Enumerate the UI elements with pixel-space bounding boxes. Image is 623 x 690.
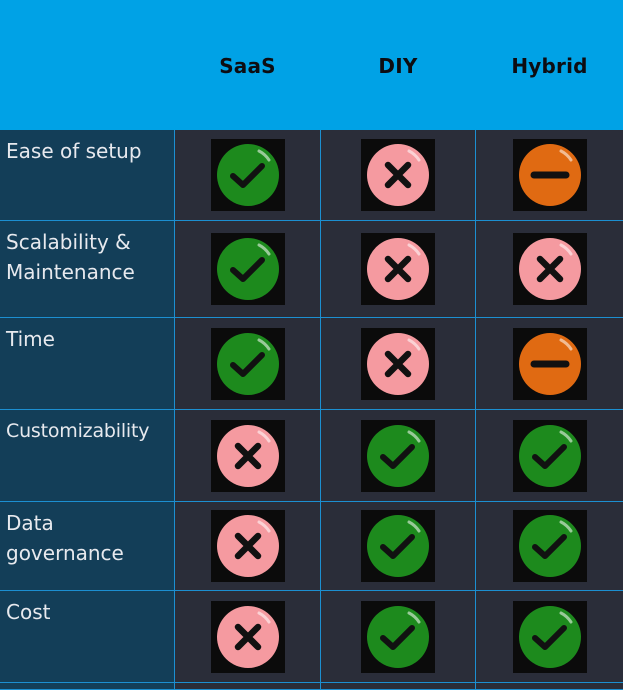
x-circle-icon	[518, 238, 581, 300]
row-label-text: Cost	[6, 600, 51, 624]
status-cell	[321, 591, 476, 683]
status-cell	[175, 221, 321, 318]
row-label: Data governance	[0, 502, 175, 591]
status-icon-box	[361, 600, 435, 673]
minus-circle-icon	[518, 144, 581, 206]
status-icon-box	[210, 233, 285, 305]
check-circle-icon	[367, 424, 429, 487]
check-circle-icon	[367, 605, 429, 668]
row-label-filler	[0, 683, 175, 690]
status-cell	[175, 318, 321, 410]
status-icon-box	[361, 510, 435, 582]
status-cell	[321, 410, 476, 502]
status-cell	[476, 410, 623, 502]
column-header-label: SaaS	[219, 53, 276, 78]
row-label: Cost	[0, 591, 175, 683]
check-circle-icon	[216, 332, 279, 395]
check-circle-icon	[367, 515, 429, 577]
row-label-text: Scalability & Maintenance	[6, 230, 135, 284]
row-label: Time	[0, 318, 175, 410]
x-circle-icon	[216, 424, 279, 487]
status-cell	[476, 502, 623, 591]
column-header-label: DIY	[378, 53, 418, 78]
status-icon-box	[512, 139, 587, 211]
status-icon-box	[512, 600, 587, 673]
status-cell	[476, 591, 623, 683]
status-cell	[321, 502, 476, 591]
status-icon-box	[512, 327, 587, 400]
check-circle-icon	[518, 515, 581, 577]
status-icon-box	[512, 510, 587, 582]
row-label-text: Customizability	[6, 420, 150, 442]
status-cell	[175, 410, 321, 502]
column-header-label: Hybrid	[511, 53, 588, 78]
row-label-text: Ease of setup	[6, 139, 142, 163]
minus-circle-icon	[518, 332, 581, 395]
empty-cell	[321, 683, 476, 690]
row-label-text: Data governance	[6, 511, 124, 565]
status-icon-box	[210, 327, 285, 400]
status-cell	[175, 502, 321, 591]
status-icon-box	[512, 233, 587, 305]
column-header-hybrid: Hybrid	[476, 0, 623, 130]
x-circle-icon	[367, 238, 429, 300]
empty-cell	[476, 683, 623, 690]
status-cell	[175, 130, 321, 221]
status-icon-box	[361, 419, 435, 492]
empty-cell	[175, 683, 321, 690]
status-cell	[321, 130, 476, 221]
status-icon-box	[361, 139, 435, 211]
status-icon-box	[210, 139, 285, 211]
status-icon-box	[512, 419, 587, 492]
row-label: Ease of setup	[0, 130, 175, 221]
status-cell	[476, 221, 623, 318]
status-cell	[175, 591, 321, 683]
x-circle-icon	[367, 332, 429, 395]
status-icon-box	[361, 233, 435, 305]
row-label: Scalability & Maintenance	[0, 221, 175, 318]
column-header-saas: SaaS	[175, 0, 321, 130]
check-circle-icon	[216, 238, 279, 300]
status-icon-box	[210, 600, 285, 673]
check-circle-icon	[518, 605, 581, 668]
check-circle-icon	[216, 144, 279, 206]
column-header-diy: DIY	[321, 0, 476, 130]
status-cell	[321, 318, 476, 410]
x-circle-icon	[216, 515, 279, 577]
status-icon-box	[210, 419, 285, 492]
status-cell	[476, 130, 623, 221]
status-cell	[476, 318, 623, 410]
status-icon-box	[210, 510, 285, 582]
row-label-text: Time	[6, 327, 55, 351]
header-corner	[0, 0, 175, 130]
check-circle-icon	[518, 424, 581, 487]
status-icon-box	[361, 327, 435, 400]
row-label: Customizability	[0, 410, 175, 502]
status-cell	[321, 221, 476, 318]
x-circle-icon	[367, 144, 429, 206]
x-circle-icon	[216, 605, 279, 668]
